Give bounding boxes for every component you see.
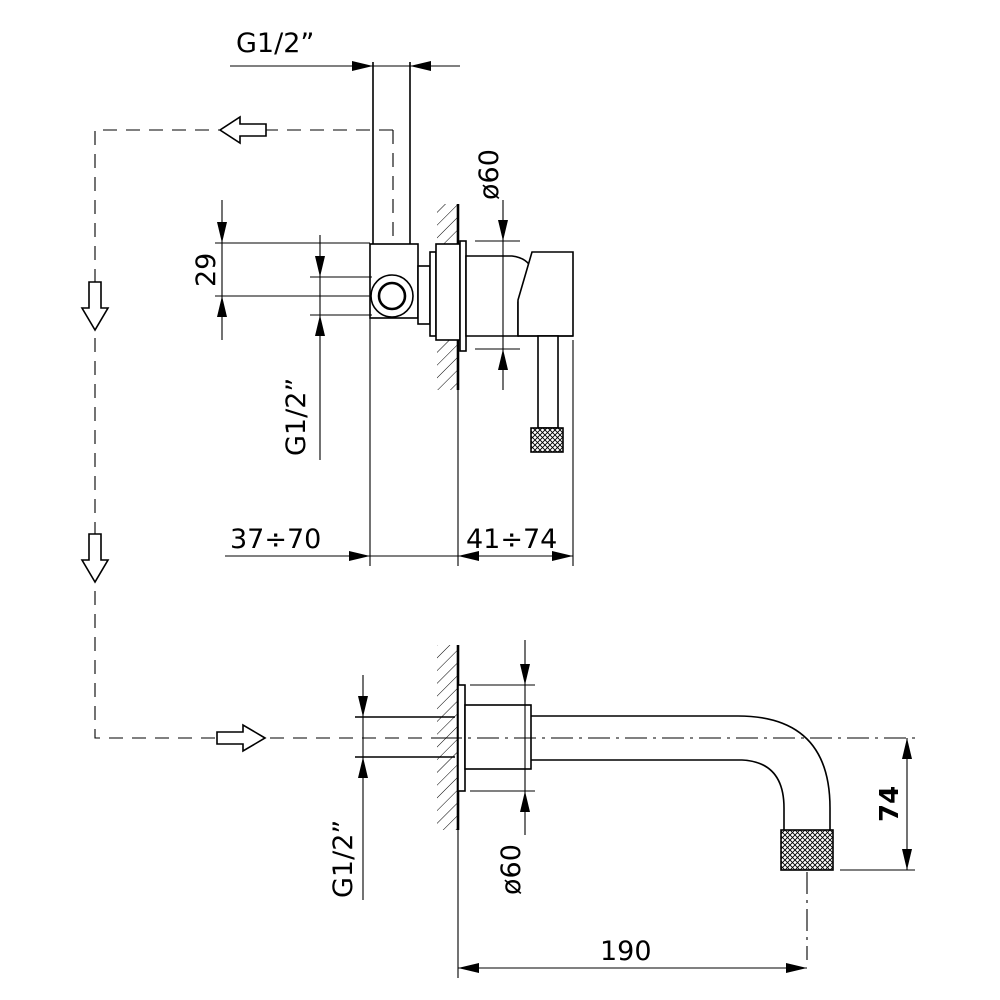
dim-spout-inlet-thread: G1/2” <box>328 820 359 898</box>
flow-arrow-left <box>218 115 267 145</box>
dim-wall-depth-range: 37÷70 <box>230 524 321 555</box>
dim-spout-length: 190 <box>600 936 652 967</box>
flow-arrow-down-2 <box>80 533 110 584</box>
dim-body-height: 29 <box>191 253 222 287</box>
flow-arrow-down-1 <box>80 281 110 332</box>
dim-rosette-diameter: ø60 <box>496 844 527 895</box>
dim-spout-height: 74 <box>875 786 905 822</box>
dim-handle-diameter: ø60 <box>474 149 505 200</box>
bottom-view-dimensions: G1/2” ø60 190 74 <box>328 640 915 978</box>
spout-bottom-view <box>355 645 915 960</box>
mixer-top-view <box>230 62 574 453</box>
top-view-dimensions: G1/2” 29 G1/2” ø60 37÷70 41÷74 <box>191 28 574 566</box>
dim-inlet-thread-top: G1/2” <box>236 28 314 59</box>
dim-inlet-thread-side: G1/2” <box>281 378 312 456</box>
dim-projection-range: 41÷74 <box>466 524 557 555</box>
flow-path <box>80 115 440 753</box>
flow-arrow-right <box>216 723 267 753</box>
